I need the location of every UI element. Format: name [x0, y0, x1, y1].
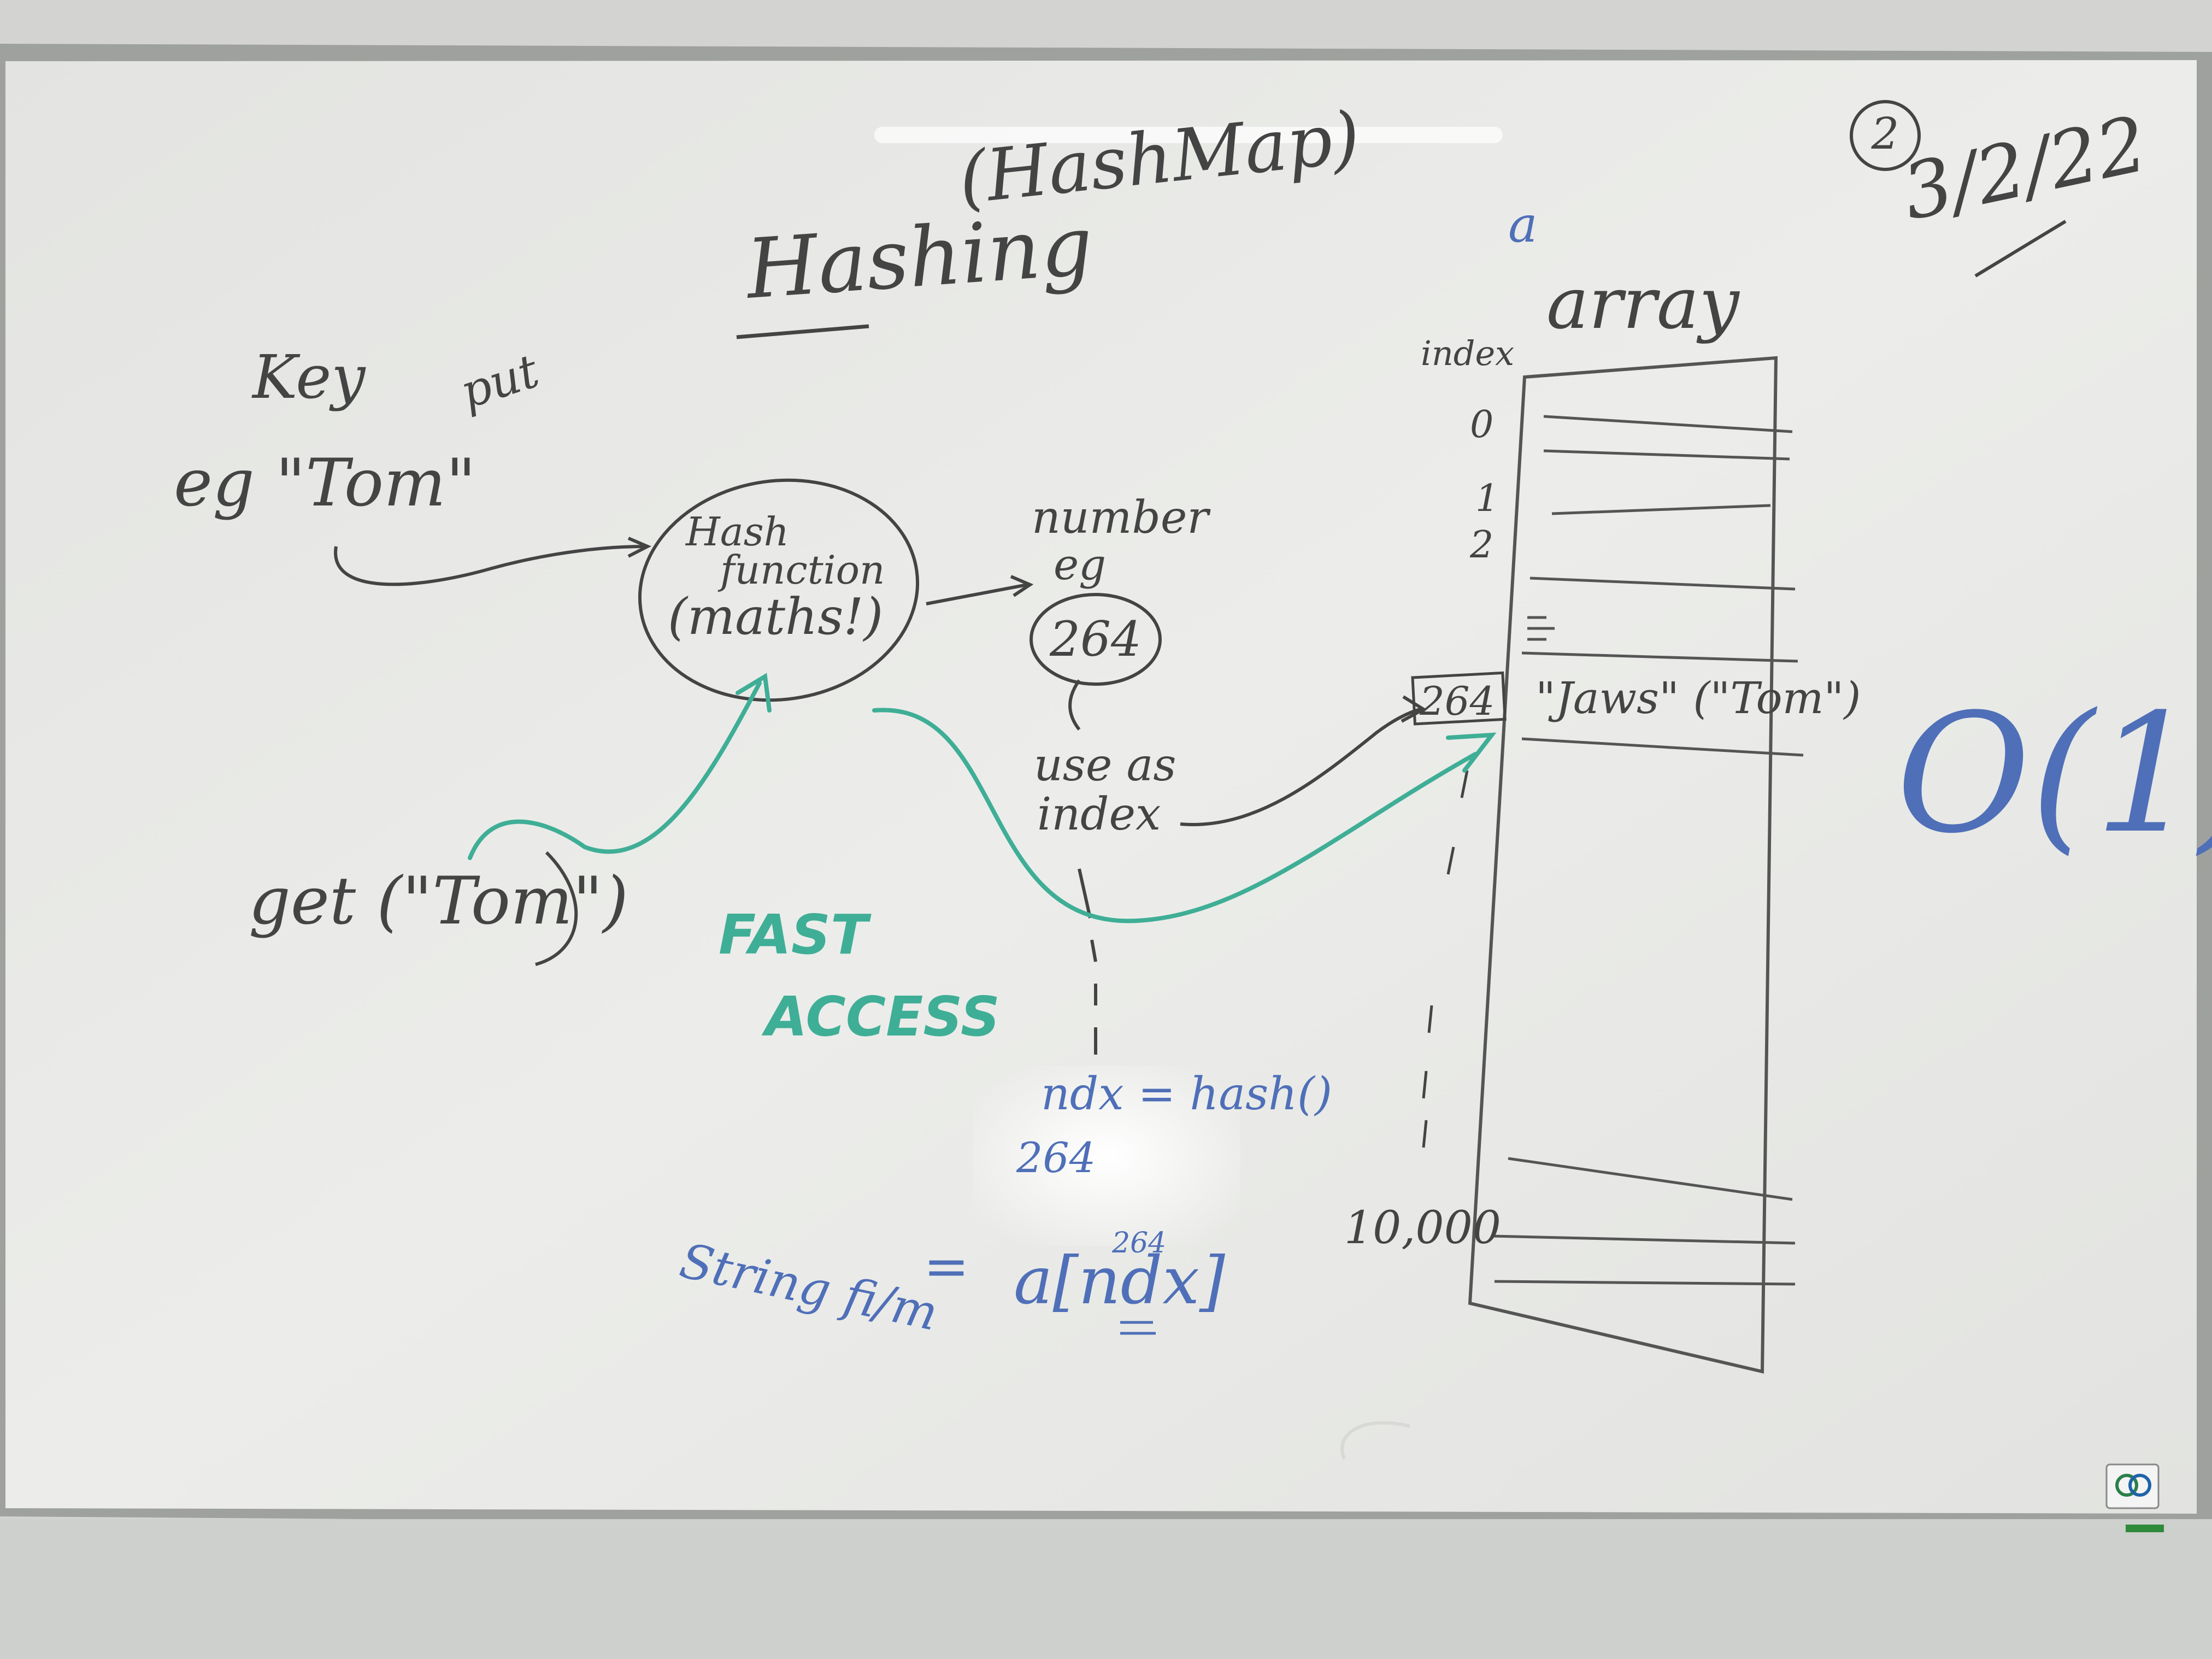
array-name: a	[1508, 196, 1538, 254]
index-264-box	[1411, 671, 1507, 726]
index-264: 264	[1419, 678, 1495, 724]
ceiling-light-reflection	[874, 127, 1503, 143]
arrowhead-get-to-hash	[736, 673, 772, 713]
use-as-index-line1: use as	[1034, 739, 1176, 791]
index-formula: ndx = hash()	[1041, 1068, 1332, 1120]
array-row-line	[1543, 449, 1790, 461]
index-header: index	[1421, 333, 1514, 373]
fast-access-line1: FAST	[719, 903, 872, 967]
array-label: array	[1546, 262, 1740, 345]
use-as-index-line2: index	[1037, 789, 1161, 840]
index-2: 2	[1469, 523, 1493, 567]
array-row-line	[1494, 1280, 1796, 1286]
get-call: get ("Tom")	[249, 863, 628, 939]
number-tail	[1068, 679, 1081, 731]
hash-function-line3: (maths!)	[668, 587, 883, 646]
array-access: a[ndx]	[1014, 1243, 1225, 1319]
array-row-line	[1508, 1157, 1793, 1201]
arrow-key-to-hash	[334, 545, 645, 586]
array-row-line	[1491, 1234, 1796, 1245]
index-0: 0	[1470, 403, 1493, 446]
index-dotted-guide	[1422, 770, 1469, 1148]
arrowhead-index-to-array	[1401, 695, 1427, 723]
array-row-line	[1543, 415, 1793, 433]
hash-function-line2: function	[717, 547, 885, 593]
number-label: number	[1032, 492, 1211, 544]
arrowhead-hash-to-number	[1010, 575, 1034, 597]
arrowhead-hash-to-cell	[1446, 732, 1497, 773]
get-call-paren	[535, 851, 578, 966]
number-example: 264	[1049, 611, 1142, 667]
hash-function-ellipse	[638, 478, 920, 702]
date-underline	[1974, 220, 2067, 278]
page-number-circle	[1850, 100, 1921, 171]
dotted-guide	[1078, 868, 1097, 1055]
array-row-line	[1529, 576, 1796, 591]
hash-function-line1: Hash	[685, 509, 789, 555]
array-row-line	[1551, 504, 1771, 515]
array-box	[1468, 356, 1778, 1374]
complexity: O(1)	[1896, 679, 2212, 869]
array-ellipsis-mark	[1527, 616, 1555, 641]
number-ellipse	[1029, 593, 1162, 686]
array-row-line	[1521, 737, 1804, 757]
arrow-hash-to-cell	[872, 708, 1478, 923]
arrowhead-key-to-hash	[627, 537, 652, 558]
key-example: eg "Tom"	[174, 445, 476, 521]
arrow-get-to-hash	[468, 681, 762, 860]
eco-label-icon	[2105, 1463, 2164, 1532]
key-label: Key	[251, 342, 366, 412]
eg-label: eg	[1054, 540, 1106, 590]
array-row-line	[1521, 651, 1798, 663]
fast-access-line2: ACCESS	[761, 985, 1000, 1049]
floor-area	[0, 1519, 2212, 1659]
array-access-underline	[1120, 1321, 1156, 1335]
arrow-hash-to-number	[926, 583, 1028, 605]
heading-underline	[736, 324, 869, 339]
index-1: 1	[1475, 477, 1499, 520]
index-formula-value: 264	[1016, 1133, 1096, 1182]
eraser-smudge	[1340, 1421, 1410, 1460]
index-last: 10,000	[1344, 1202, 1501, 1254]
glare-spot	[973, 1066, 1240, 1246]
page-number: 2	[1871, 108, 1899, 159]
cell-content: "Jaws" ("Tom")	[1536, 673, 1861, 723]
arrow-index-to-array	[1180, 708, 1421, 826]
array-access-note: 264	[1111, 1227, 1166, 1260]
equals-sign: =	[923, 1234, 969, 1298]
